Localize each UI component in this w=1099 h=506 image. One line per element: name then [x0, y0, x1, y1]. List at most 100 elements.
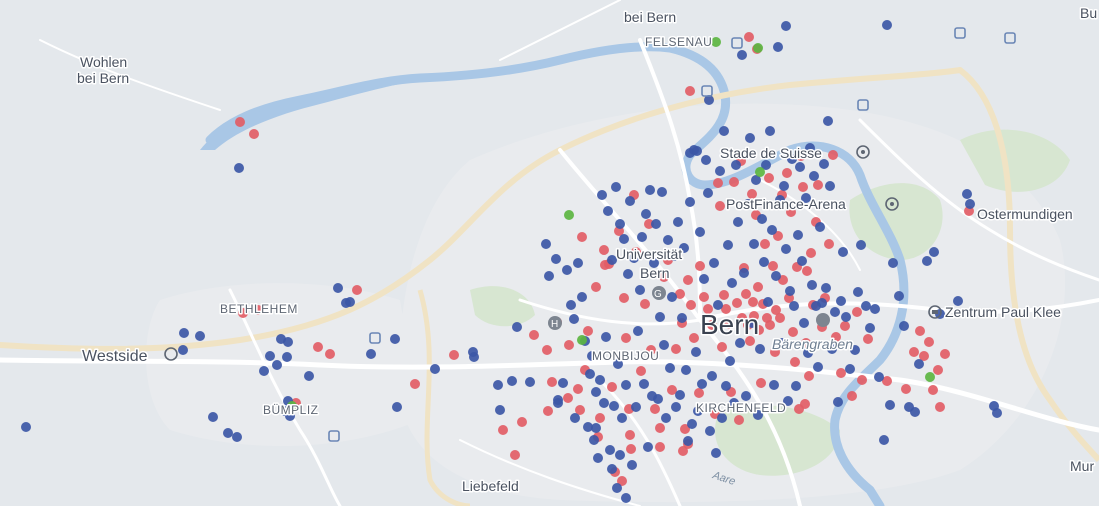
blue-marker[interactable] — [861, 301, 871, 311]
blue-marker[interactable] — [493, 380, 503, 390]
blue-marker[interactable] — [823, 116, 833, 126]
blue-marker[interactable] — [763, 297, 773, 307]
blue-marker[interactable] — [715, 166, 725, 176]
blue-marker[interactable] — [645, 185, 655, 195]
red-marker[interactable] — [577, 232, 587, 242]
red-marker[interactable] — [940, 349, 950, 359]
blue-marker[interactable] — [625, 196, 635, 206]
blue-marker[interactable] — [366, 349, 376, 359]
red-marker[interactable] — [717, 342, 727, 352]
red-marker[interactable] — [836, 368, 846, 378]
blue-marker[interactable] — [785, 286, 795, 296]
red-marker[interactable] — [325, 349, 335, 359]
red-marker[interactable] — [352, 285, 362, 295]
blue-marker[interactable] — [953, 296, 963, 306]
blue-marker[interactable] — [469, 352, 479, 362]
red-marker[interactable] — [768, 261, 778, 271]
blue-marker[interactable] — [687, 419, 697, 429]
red-marker[interactable] — [547, 377, 557, 387]
blue-marker[interactable] — [965, 199, 975, 209]
blue-marker[interactable] — [711, 448, 721, 458]
blue-marker[interactable] — [914, 359, 924, 369]
red-marker[interactable] — [646, 345, 656, 355]
blue-marker[interactable] — [653, 394, 663, 404]
blue-marker[interactable] — [577, 292, 587, 302]
red-marker[interactable] — [775, 313, 785, 323]
blue-marker[interactable] — [675, 390, 685, 400]
blue-marker[interactable] — [265, 351, 275, 361]
blue-marker[interactable] — [569, 314, 579, 324]
blue-marker[interactable] — [605, 445, 615, 455]
blue-marker[interactable] — [894, 291, 904, 301]
blue-marker[interactable] — [719, 126, 729, 136]
blue-marker[interactable] — [613, 359, 623, 369]
blue-marker[interactable] — [777, 338, 787, 348]
blue-marker[interactable] — [541, 239, 551, 249]
blue-marker[interactable] — [589, 435, 599, 445]
blue-marker[interactable] — [208, 412, 218, 422]
blue-marker[interactable] — [830, 307, 840, 317]
blue-marker[interactable] — [922, 256, 932, 266]
red-marker[interactable] — [745, 336, 755, 346]
blue-marker[interactable] — [773, 42, 783, 52]
blue-marker[interactable] — [701, 155, 711, 165]
red-marker[interactable] — [801, 338, 811, 348]
blue-marker[interactable] — [827, 344, 837, 354]
blue-marker[interactable] — [665, 363, 675, 373]
blue-marker[interactable] — [699, 274, 709, 284]
blue-marker[interactable] — [345, 297, 355, 307]
blue-marker[interactable] — [544, 271, 554, 281]
blue-marker[interactable] — [558, 378, 568, 388]
blue-marker[interactable] — [755, 344, 765, 354]
red-marker[interactable] — [771, 305, 781, 315]
red-marker[interactable] — [529, 330, 539, 340]
red-marker[interactable] — [813, 180, 823, 190]
blue-marker[interactable] — [637, 232, 647, 242]
blue-marker[interactable] — [551, 254, 561, 264]
red-marker[interactable] — [626, 444, 636, 454]
red-marker[interactable] — [671, 344, 681, 354]
blue-marker[interactable] — [691, 347, 701, 357]
blue-marker[interactable] — [259, 366, 269, 376]
green-marker[interactable] — [925, 372, 935, 382]
red-marker[interactable] — [636, 366, 646, 376]
blue-marker[interactable] — [597, 190, 607, 200]
blue-marker[interactable] — [793, 230, 803, 240]
red-marker[interactable] — [517, 417, 527, 427]
red-marker[interactable] — [699, 292, 709, 302]
red-marker[interactable] — [650, 404, 660, 414]
blue-marker[interactable] — [631, 402, 641, 412]
red-marker[interactable] — [619, 293, 629, 303]
red-marker[interactable] — [655, 442, 665, 452]
blue-marker[interactable] — [759, 257, 769, 267]
blue-marker[interactable] — [713, 300, 723, 310]
blue-marker[interactable] — [562, 265, 572, 275]
blue-marker[interactable] — [669, 251, 679, 261]
red-marker[interactable] — [748, 297, 758, 307]
red-marker[interactable] — [563, 393, 573, 403]
red-marker[interactable] — [703, 304, 713, 314]
blue-marker[interactable] — [725, 356, 735, 366]
blue-marker[interactable] — [899, 321, 909, 331]
blue-marker[interactable] — [817, 298, 827, 308]
red-marker[interactable] — [583, 326, 593, 336]
red-marker[interactable] — [806, 248, 816, 258]
green-marker[interactable] — [287, 401, 297, 411]
blue-marker[interactable] — [629, 253, 639, 263]
blue-marker[interactable] — [627, 460, 637, 470]
red-marker[interactable] — [747, 189, 757, 199]
blue-marker[interactable] — [707, 371, 717, 381]
red-marker[interactable] — [683, 275, 693, 285]
blue-marker[interactable] — [507, 376, 517, 386]
blue-marker[interactable] — [232, 432, 242, 442]
blue-marker[interactable] — [731, 160, 741, 170]
red-marker[interactable] — [919, 351, 929, 361]
blue-marker[interactable] — [679, 243, 689, 253]
blue-marker[interactable] — [617, 413, 627, 423]
blue-marker[interactable] — [595, 375, 605, 385]
blue-marker[interactable] — [573, 258, 583, 268]
red-marker[interactable] — [756, 378, 766, 388]
blue-marker[interactable] — [803, 348, 813, 358]
blue-marker[interactable] — [659, 340, 669, 350]
red-marker[interactable] — [689, 333, 699, 343]
